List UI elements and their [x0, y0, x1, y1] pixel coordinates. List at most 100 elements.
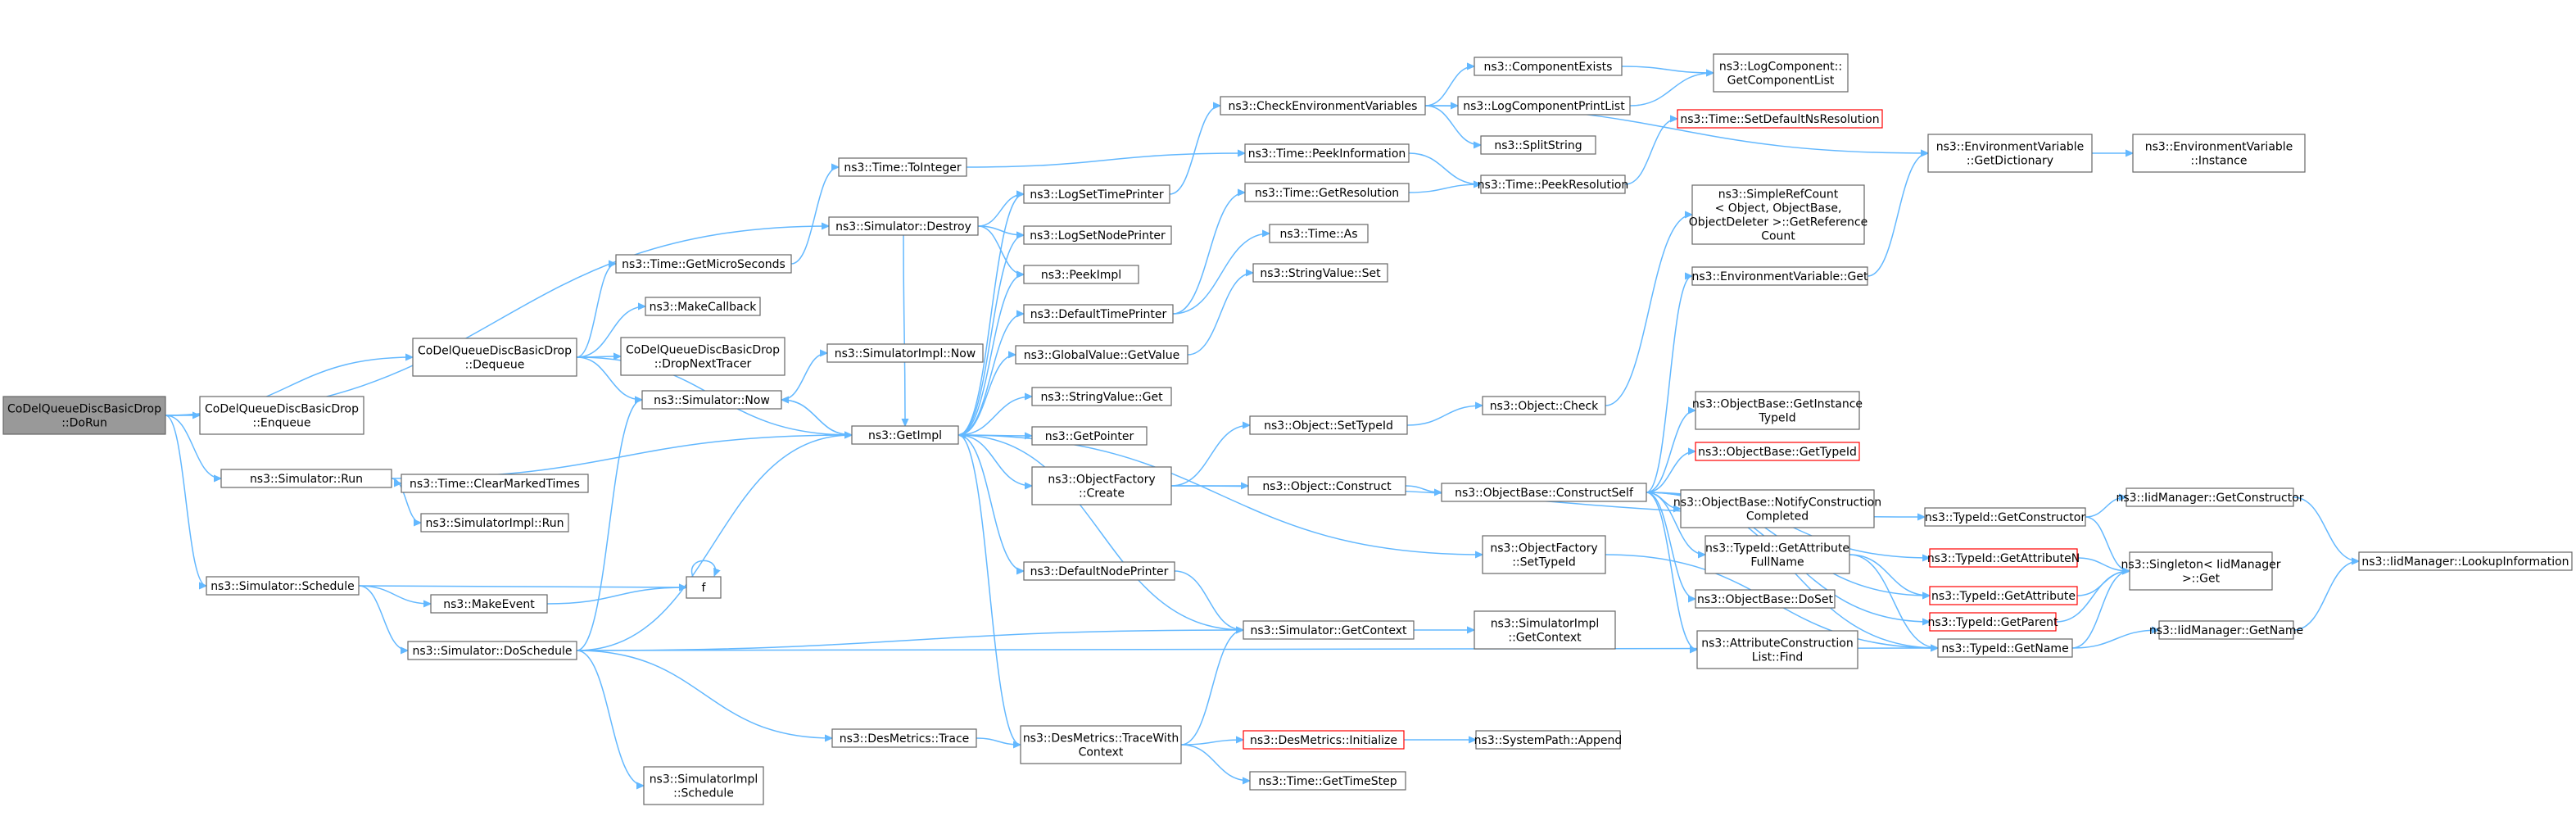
- function-node[interactable]: ns3::ObjectBase::NotifyConstructionCompl…: [1673, 489, 1881, 528]
- function-node[interactable]: ns3::ObjectBase::ConstructSelf: [1441, 483, 1647, 502]
- function-node[interactable]: ns3::LogSetNodePrinter: [1023, 225, 1172, 245]
- function-node[interactable]: ns3::LogComponent::GetComponentList: [1713, 53, 1849, 93]
- call-edge: [1170, 425, 1250, 487]
- function-node[interactable]: ns3::ObjectFactory::Create: [1031, 466, 1172, 505]
- call-edge: [1172, 193, 1245, 315]
- function-node[interactable]: ns3::Simulator::Run: [220, 469, 392, 488]
- function-node[interactable]: ns3::Time::GetMicroSeconds: [615, 254, 792, 274]
- function-node[interactable]: ns3::ObjectBase::GetTypeId: [1695, 442, 1860, 461]
- function-node[interactable]: ns3::DesMetrics::Initialize: [1243, 730, 1405, 750]
- node-box: [1031, 466, 1172, 505]
- function-node[interactable]: ns3::GlobalValue::GetValue: [1015, 345, 1188, 365]
- function-node[interactable]: ns3::MakeCallback: [645, 297, 761, 316]
- call-edge: [690, 560, 716, 578]
- function-node[interactable]: ns3::Object::Check: [1482, 396, 1606, 415]
- function-node[interactable]: ns3::Time::GetResolution: [1244, 183, 1410, 202]
- node-label: ns3::DefaultNodePrinter: [1030, 565, 1169, 578]
- function-node[interactable]: ns3::StringValue::Get: [1031, 387, 1172, 406]
- node-box: [851, 425, 959, 445]
- function-node[interactable]: ns3::DefaultNodePrinter: [1023, 561, 1175, 581]
- function-node[interactable]: ns3::EnvironmentVariable::Instance: [2132, 134, 2306, 173]
- function-node[interactable]: ns3::SystemPath::Append: [1474, 730, 1623, 750]
- function-node[interactable]: ns3::Time::PeekResolution: [1478, 175, 1629, 194]
- call-edge: [391, 478, 421, 523]
- function-node[interactable]: ns3::Simulator::Schedule: [206, 576, 360, 596]
- node-label: ns3::EnvironmentVariable: [1936, 141, 2085, 154]
- function-node[interactable]: ns3::TypeId::GetParent: [1928, 612, 2058, 632]
- function-node[interactable]: ns3::SplitString: [1480, 135, 1596, 155]
- node-label: ns3::ObjectFactory: [1048, 474, 1155, 487]
- function-node[interactable]: ns3::TypeId::GetAttribute: [1929, 586, 2078, 605]
- call-edge: [358, 585, 408, 650]
- node-label: ns3::TypeId::GetConstructor: [1925, 511, 2085, 524]
- node-label: ::Create: [1079, 487, 1125, 501]
- function-node[interactable]: ns3::Simulator::Now: [641, 390, 782, 410]
- call-edge: [1646, 492, 1705, 555]
- call-edge: [1849, 554, 1930, 596]
- node-label: ns3::IidManager::GetConstructor: [2116, 492, 2303, 505]
- function-node[interactable]: ns3::Time::SetDefaultNsResolution: [1677, 109, 1883, 129]
- function-node[interactable]: ns3::SimulatorImpl::GetContext: [1474, 610, 1616, 650]
- node-label: ns3::Object::SetTypeId: [1264, 419, 1393, 433]
- call-edge: [1172, 233, 1270, 315]
- function-node[interactable]: ns3::SimulatorImpl::Schedule: [643, 766, 764, 805]
- function-node[interactable]: ns3::DesMetrics::Trace: [831, 728, 977, 748]
- function-node[interactable]: ns3::Time::ToInteger: [838, 157, 967, 177]
- function-node[interactable]: ns3::Time::GetTimeStep: [1249, 771, 1406, 791]
- function-node[interactable]: ns3::Time::ClearMarkedTimes: [401, 474, 589, 493]
- node-box: [1480, 175, 1626, 194]
- node-label: Context: [1079, 746, 1124, 759]
- function-node[interactable]: ns3::EnvironmentVariable::GetDictionary: [1927, 134, 2093, 173]
- function-node[interactable]: CoDelQueueDiscBasicDrop::DropNextTracer: [620, 337, 785, 376]
- function-node[interactable]: ns3::TypeId::GetAttributeN: [1927, 548, 2080, 568]
- function-node[interactable]: ns3::SimpleRefCount< Object, ObjectBase,…: [1689, 184, 1867, 245]
- function-node[interactable]: CoDelQueueDiscBasicDrop::DoRun: [2, 396, 166, 435]
- function-node[interactable]: ns3::PeekImpl: [1023, 265, 1139, 284]
- function-node[interactable]: ns3::IidManager::GetConstructor: [2116, 487, 2304, 507]
- call-edge: [1621, 66, 1714, 73]
- function-node[interactable]: ns3::StringValue::Set: [1252, 263, 1388, 283]
- function-node[interactable]: ns3::Object::Construct: [1247, 476, 1406, 496]
- function-node[interactable]: ns3::GetPointer: [1031, 426, 1148, 446]
- function-node[interactable]: ns3::Simulator::GetContext: [1243, 620, 1415, 640]
- node-box: [1243, 730, 1405, 750]
- node-box: [1695, 589, 1836, 609]
- function-node[interactable]: f: [686, 576, 722, 599]
- function-node[interactable]: CoDelQueueDiscBasicDrop::Dequeue: [412, 338, 577, 377]
- function-node[interactable]: ns3::Simulator::Destroy: [828, 216, 979, 236]
- function-node[interactable]: ns3::SimulatorImpl::Now: [826, 343, 984, 363]
- function-node[interactable]: ns3::Time::As: [1269, 224, 1369, 243]
- node-box: [686, 576, 722, 599]
- function-node[interactable]: ns3::ObjectFactory::SetTypeId: [1482, 535, 1606, 574]
- function-node[interactable]: ns3::IidManager::GetName: [2149, 620, 2303, 640]
- function-node[interactable]: ns3::IidManager::LookupInformation: [2358, 551, 2573, 571]
- function-node[interactable]: ns3::ObjectBase::DoSet: [1695, 589, 1836, 609]
- function-node[interactable]: ns3::MakeEvent: [430, 594, 548, 614]
- node-label: TypeId: [1758, 412, 1795, 425]
- function-node[interactable]: ns3::LogSetTimePrinter: [1023, 184, 1170, 204]
- node-label: ns3::SimulatorImpl::Now: [835, 347, 976, 360]
- function-node[interactable]: ns3::Simulator::DoSchedule: [407, 641, 577, 660]
- function-node[interactable]: ns3::TypeId::GetName: [1937, 638, 2073, 658]
- call-edge: [790, 167, 839, 265]
- function-node[interactable]: ns3::TypeId::GetConstructor: [1924, 507, 2086, 527]
- call-edge: [358, 585, 431, 604]
- function-node[interactable]: ns3::ComponentExists: [1474, 57, 1623, 76]
- function-node[interactable]: CoDelQueueDiscBasicDrop::Enqueue: [199, 396, 364, 435]
- function-node[interactable]: ns3::Time::PeekInformation: [1244, 143, 1410, 163]
- function-node[interactable]: ns3::DefaultTimePrinter: [1023, 304, 1174, 324]
- function-node[interactable]: ns3::LogComponentPrintList: [1457, 96, 1631, 116]
- node-label: ns3::IidManager::GetName: [2149, 624, 2303, 637]
- node-box: [407, 641, 577, 660]
- node-box: [1269, 224, 1369, 243]
- function-node[interactable]: ns3::Object::SetTypeId: [1249, 415, 1408, 435]
- function-node[interactable]: ns3::CheckEnvironmentVariables: [1220, 96, 1426, 116]
- function-node[interactable]: ns3::GetImpl: [851, 425, 959, 445]
- function-node[interactable]: ns3::EnvironmentVariable::Get: [1691, 266, 1868, 286]
- function-node[interactable]: ns3::Singleton< IidManager >::Get: [2121, 551, 2281, 591]
- function-node[interactable]: ns3::SimulatorImpl::Run: [420, 513, 569, 533]
